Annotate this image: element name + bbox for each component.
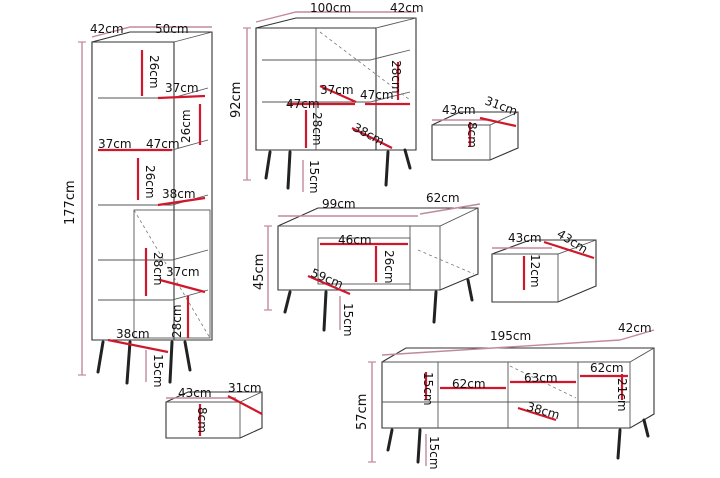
bookcase-drawer: 43cm 31cm 8cm	[165, 381, 263, 439]
bookcase-cabinet-depth-label: 37cm	[166, 265, 200, 279]
tv-stand-height-label: 57cm	[355, 394, 370, 430]
bookcase-bottom-depth-label: 38cm	[116, 327, 150, 341]
chest-lower-height-label: 28cm	[310, 112, 324, 146]
bookcase-shelf-depth-top-label: 37cm	[165, 81, 199, 95]
coffee-table-niche-height-label: 26cm	[382, 250, 396, 284]
bookcase-drawer-width-label: 43cm	[178, 386, 212, 400]
bookcase-height-label: 177cm	[63, 180, 78, 225]
bookcase-drawer-depth-label: 31cm	[228, 381, 262, 395]
coffee-table-niche-width-label: 46cm	[338, 233, 372, 247]
coffee-table-height-label: 45cm	[252, 254, 267, 290]
chest-depth-label: 42cm	[390, 1, 424, 15]
bookcase-leg-height-label: 15cm	[151, 354, 165, 388]
chest-leg-height-label: 15cm	[307, 160, 321, 194]
chest: 100cm 42cm 92cm 28cm 47cm 37cm 47cm 28cm…	[229, 1, 424, 194]
chest-width-label: 100cm	[310, 1, 351, 15]
tv-stand-compartment-height-left-label: 15cm	[421, 372, 435, 406]
chest-height-label: 92cm	[229, 82, 244, 118]
chest-compartment-height-label: 28cm	[389, 60, 403, 94]
bookcase-cabinet-height-a-label: 28cm	[151, 252, 165, 286]
bookcase-drawer-height-label: 8cm	[195, 407, 209, 433]
tv-stand-leg-height-label: 15cm	[427, 436, 441, 470]
chest-drawer-width-label: 43cm	[442, 103, 476, 117]
tv-stand-compartment-width-mid-label: 63cm	[524, 371, 558, 385]
bookcase: 42cm 50cm 177cm 26cm 37cm 26cm 37cm 47cm…	[63, 22, 213, 388]
coffee-table-leg-height-label: 15cm	[341, 303, 355, 337]
tv-stand: 195cm 42cm 57cm 15cm 62cm 63cm 62cm 21cm…	[355, 321, 655, 470]
chest-shelf-depth-left-label: 37cm	[320, 83, 354, 97]
bookcase-shelf-height-top-label: 26cm	[147, 55, 161, 89]
bookcase-shelf-height-lower-label: 26cm	[143, 165, 157, 199]
tv-stand-compartment-height-right-label: 21cm	[615, 378, 629, 412]
chest-drawer: 43cm 31cm 8cm	[431, 94, 519, 161]
tv-stand-compartment-width-right-label: 62cm	[590, 361, 624, 375]
chest-shelf-width-right-label: 47cm	[360, 88, 394, 102]
table-drawer: 43cm 43cm 12cm	[491, 227, 597, 303]
bookcase-cabinet-height-b-label: 28cm	[170, 304, 184, 338]
table-drawer-height-label: 12cm	[528, 254, 542, 288]
chest-shelf-width-left-label: 47cm	[286, 97, 320, 111]
table-drawer-width-label: 43cm	[508, 231, 542, 245]
chest-drawer-height-label: 8cm	[465, 122, 479, 148]
bookcase-shelf-depth-lower-label: 38cm	[162, 187, 196, 201]
bookcase-shelf-height-mid-label: 26cm	[179, 109, 193, 143]
tv-stand-compartment-width-left-label: 62cm	[452, 377, 486, 391]
tv-stand-width-label: 195cm	[490, 329, 531, 343]
bookcase-shelf-depth-mid-label: 37cm	[98, 137, 132, 151]
bookcase-shelf-width-mid-label: 47cm	[146, 137, 180, 151]
bookcase-depth-label: 42cm	[90, 22, 124, 36]
coffee-table-depth-label: 62cm	[426, 191, 460, 205]
coffee-table: 99cm 62cm 45cm 46cm 59cm 26cm 15cm	[252, 191, 481, 337]
tv-stand-depth-label: 42cm	[618, 321, 652, 335]
coffee-table-width-label: 99cm	[322, 197, 356, 211]
bookcase-width-label: 50cm	[155, 22, 189, 36]
